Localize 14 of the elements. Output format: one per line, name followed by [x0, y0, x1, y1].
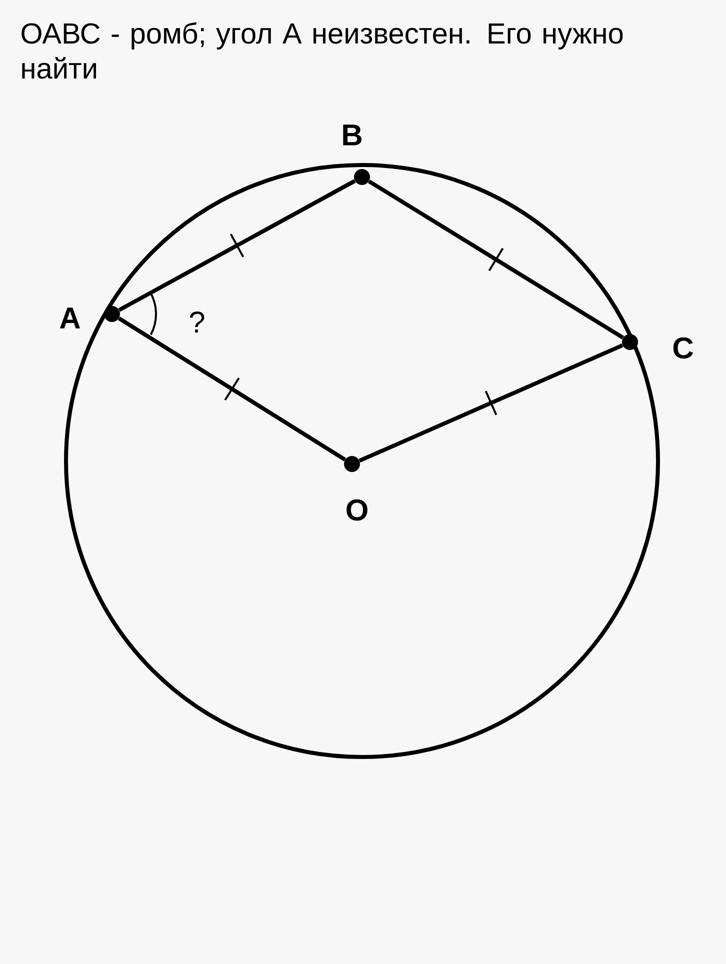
point-label: A	[60, 308, 80, 328]
point-dot	[344, 456, 360, 472]
rhombus-side	[368, 180, 624, 340]
rhombus-side	[118, 179, 356, 312]
point-dot	[622, 334, 638, 350]
angle-label: ?	[190, 312, 204, 332]
point-label: B	[343, 124, 362, 146]
rhombus-side	[358, 343, 624, 463]
point-dot	[354, 169, 370, 185]
rhombus-side	[118, 316, 346, 462]
point-label: O	[346, 499, 368, 521]
point-dot	[104, 306, 120, 322]
point-label: C	[673, 337, 694, 359]
title: ОАВС - ромб; угол А неизвестен. Его нужно найти	[22, 22, 623, 79]
